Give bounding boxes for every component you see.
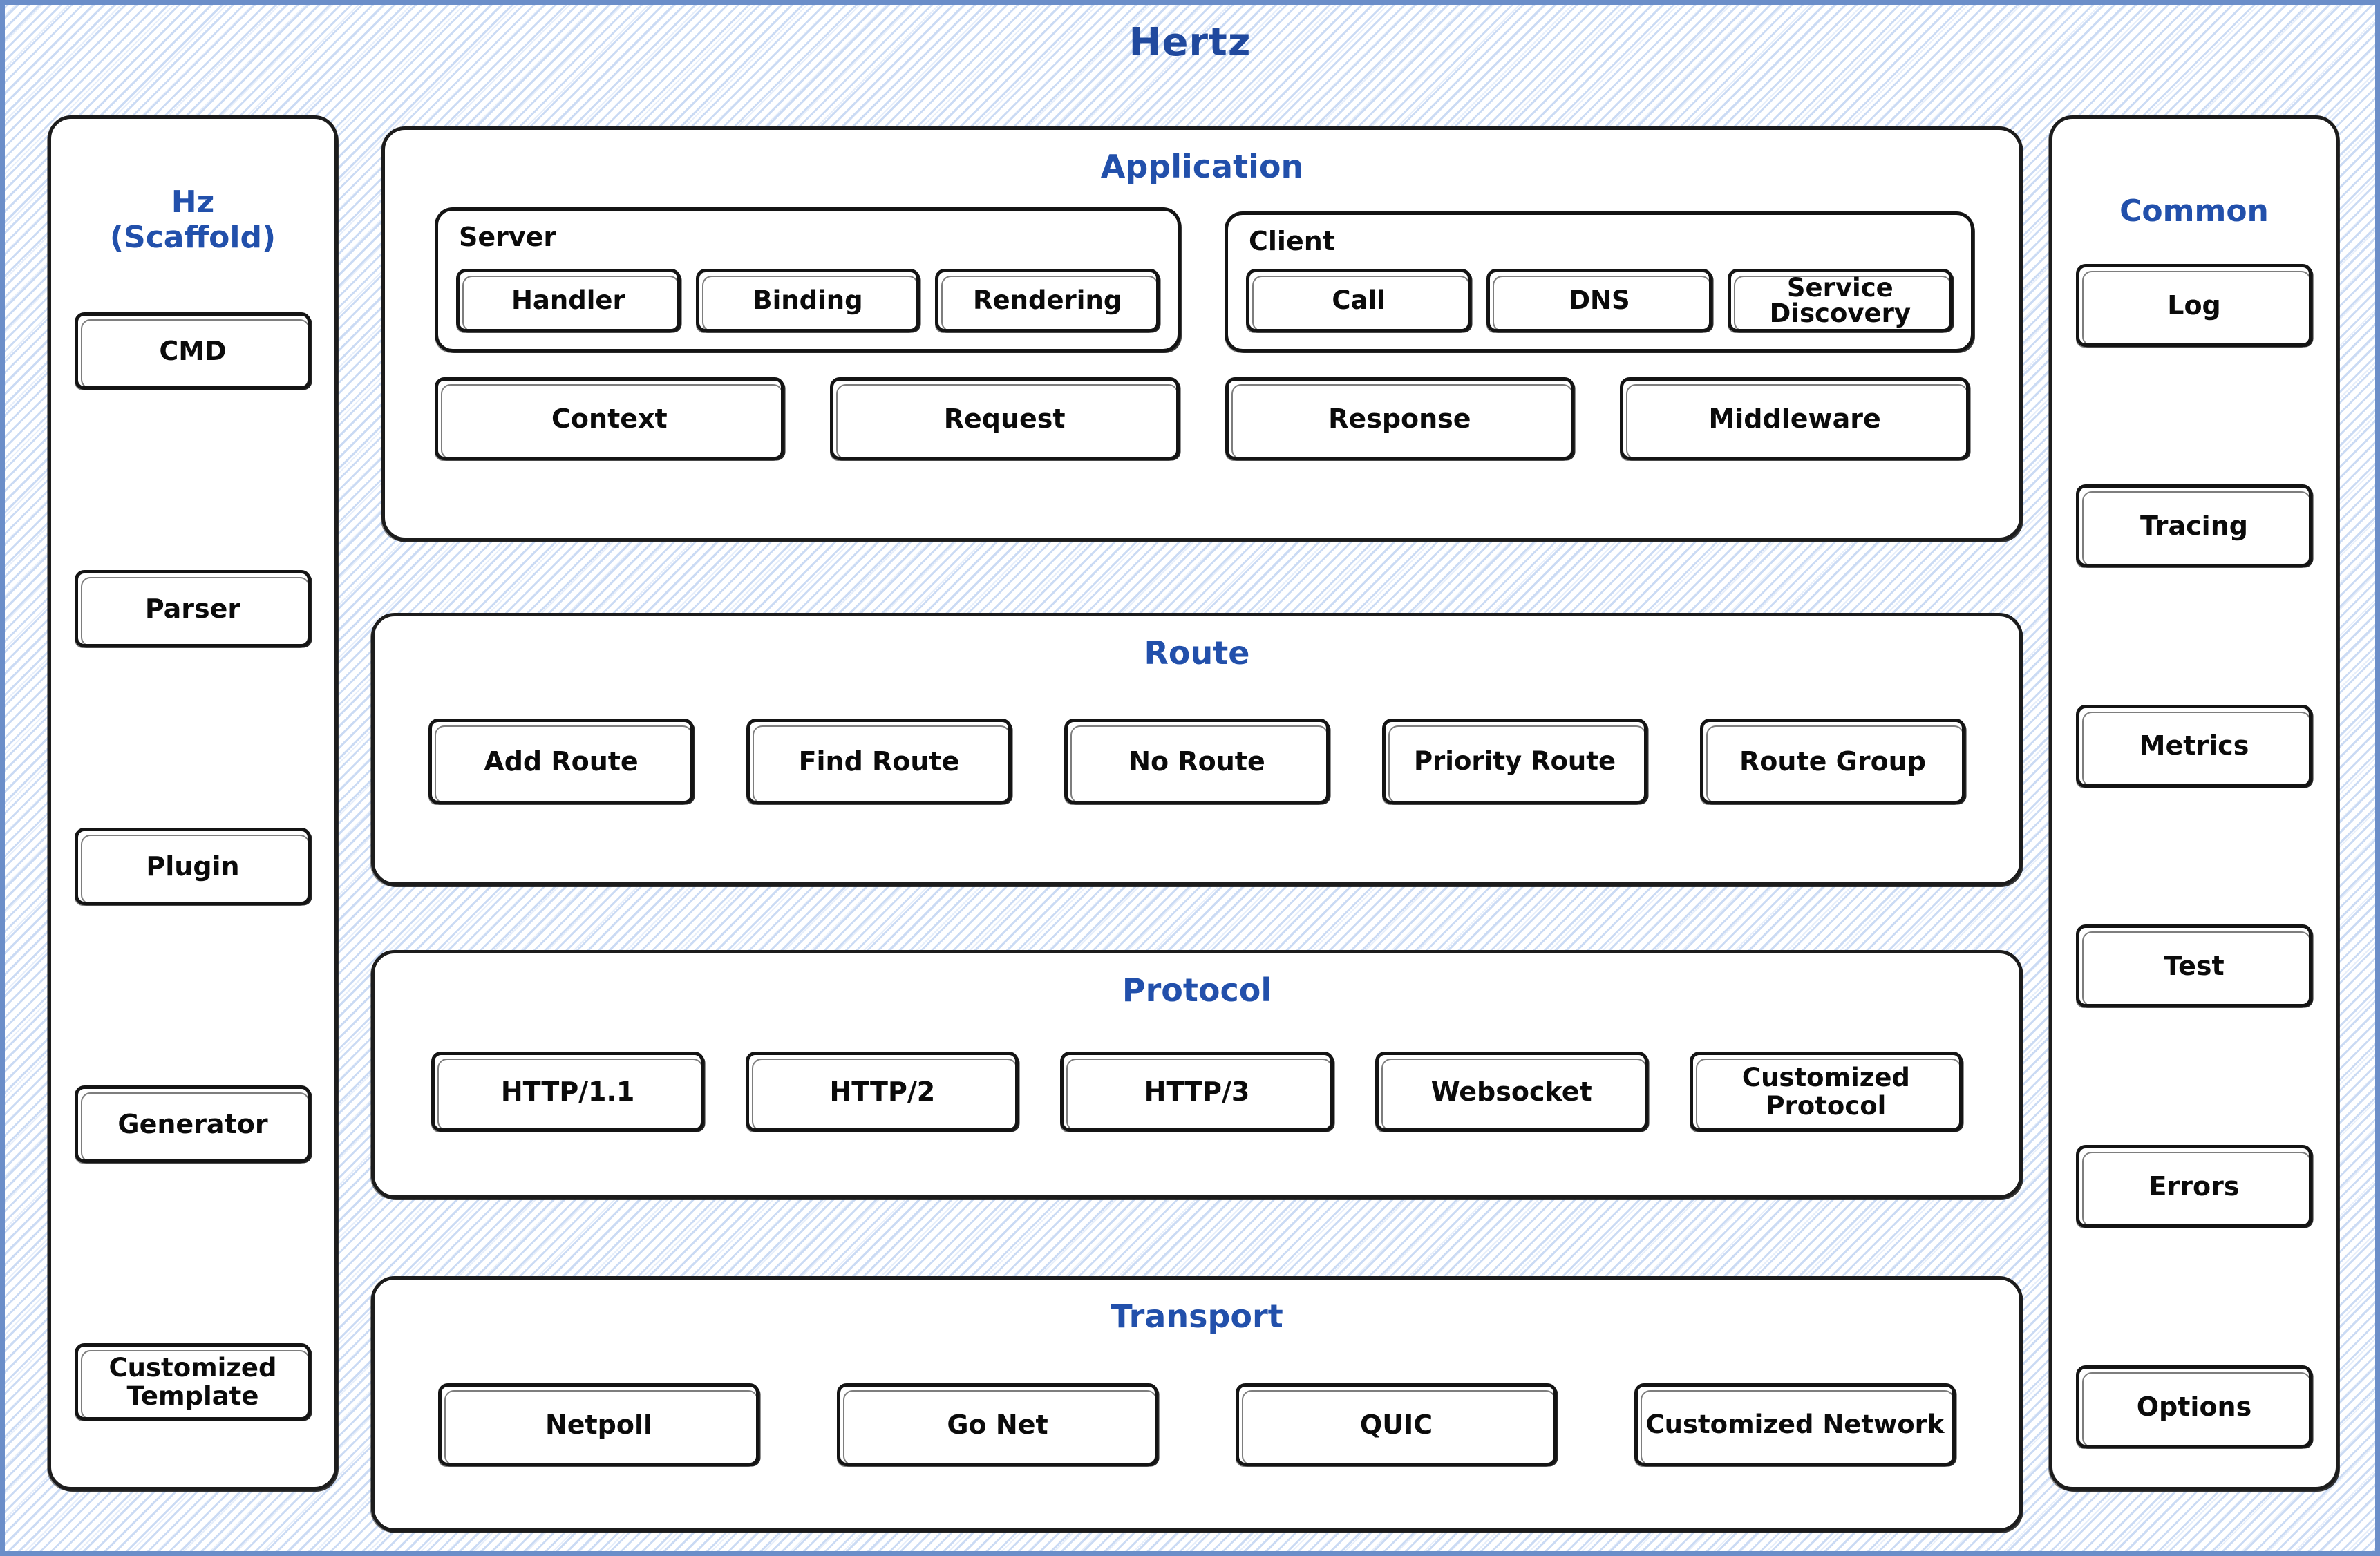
scaffold-title-line1: Hz bbox=[171, 184, 215, 220]
common-item-metrics[interactable]: Metrics bbox=[2076, 704, 2312, 788]
subgroup-client: Client Call DNS Service Discovery bbox=[1225, 211, 1974, 352]
common-panel-title: Common bbox=[2119, 193, 2269, 229]
client-item-label: Service Discovery bbox=[1769, 273, 1911, 328]
application-item-label: Request bbox=[943, 403, 1066, 434]
protocol-item-websocket[interactable]: Websocket bbox=[1375, 1052, 1648, 1132]
subgroup-server: Server Handler Binding Rendering bbox=[435, 207, 1181, 352]
application-item-label: Context bbox=[551, 403, 668, 434]
layer-transport: Transport Netpoll Go Net QUIC Customized… bbox=[371, 1276, 2023, 1532]
scaffold-title-line2: (Scaffold) bbox=[109, 220, 276, 256]
server-item-label: Binding bbox=[753, 285, 863, 316]
scaffold-item-plugin[interactable]: Plugin bbox=[75, 828, 311, 905]
scaffold-item-label: Generator bbox=[117, 1108, 268, 1139]
client-item-service-discovery[interactable]: Service Discovery bbox=[1727, 269, 1953, 332]
application-item-row: Context Request Response Middleware bbox=[435, 377, 1970, 460]
protocol-item-label: HTTP/1.1 bbox=[500, 1076, 635, 1107]
protocol-item-http3[interactable]: HTTP/3 bbox=[1060, 1052, 1334, 1132]
common-item-tracing[interactable]: Tracing bbox=[2076, 484, 2312, 567]
transport-item-go-net[interactable]: Go Net bbox=[837, 1383, 1158, 1466]
route-item-find-route[interactable]: Find Route bbox=[746, 719, 1012, 804]
application-item-context[interactable]: Context bbox=[435, 377, 784, 460]
common-item-test[interactable]: Test bbox=[2076, 924, 2312, 1008]
common-panel: Common Log Tracing Metrics Test Errors O… bbox=[2049, 115, 2339, 1490]
route-item-label: Add Route bbox=[484, 746, 639, 777]
server-item-rendering[interactable]: Rendering bbox=[935, 269, 1160, 332]
transport-item-customized-network[interactable]: Customized Network bbox=[1634, 1383, 1956, 1466]
common-item-list: Log Tracing Metrics Test Errors Options bbox=[2076, 264, 2312, 1448]
transport-item-netpoll[interactable]: Netpoll bbox=[438, 1383, 759, 1466]
subgroup-server-items: Handler Binding Rendering bbox=[456, 269, 1160, 332]
client-item-call[interactable]: Call bbox=[1246, 269, 1472, 332]
scaffold-item-label: CMD bbox=[159, 335, 227, 366]
protocol-item-row: HTTP/1.1 HTTP/2 HTTP/3 Websocket Customi… bbox=[431, 1052, 1963, 1132]
route-item-label: No Route bbox=[1128, 746, 1265, 777]
protocol-item-label: HTTP/3 bbox=[1144, 1076, 1250, 1107]
transport-item-quic[interactable]: QUIC bbox=[1236, 1383, 1557, 1466]
scaffold-item-list: CMD Parser Plugin Generator Customized T… bbox=[75, 312, 311, 1421]
transport-item-row: Netpoll Go Net QUIC Customized Network bbox=[438, 1383, 1956, 1466]
transport-item-label: Go Net bbox=[947, 1409, 1048, 1440]
client-item-label: Call bbox=[1332, 285, 1386, 316]
scaffold-item-generator[interactable]: Generator bbox=[75, 1085, 311, 1163]
protocol-item-label: HTTP/2 bbox=[829, 1076, 936, 1107]
scaffold-panel-title: Hz (Scaffold) bbox=[51, 184, 334, 255]
application-item-label: Response bbox=[1328, 403, 1471, 434]
scaffold-item-label: Customized Template bbox=[108, 1352, 277, 1411]
layer-protocol-title: Protocol bbox=[1122, 971, 1272, 1009]
common-item-errors[interactable]: Errors bbox=[2076, 1145, 2312, 1228]
route-item-label: Route Group bbox=[1739, 746, 1926, 777]
route-item-label: Find Route bbox=[798, 746, 960, 777]
common-item-label: Log bbox=[2167, 290, 2221, 321]
client-item-dns[interactable]: DNS bbox=[1486, 269, 1712, 332]
layer-application: Application Server Handler Binding Rende… bbox=[381, 126, 2023, 541]
common-item-label: Errors bbox=[2148, 1170, 2240, 1202]
common-item-label: Metrics bbox=[2139, 730, 2249, 761]
application-item-label: Middleware bbox=[1708, 403, 1881, 434]
subgroup-client-label: Client bbox=[1249, 226, 1335, 256]
layer-route: Route Add Route Find Route No Route Prio… bbox=[371, 613, 2023, 886]
protocol-item-label: Customized Protocol bbox=[1741, 1062, 1910, 1121]
common-item-label: Test bbox=[2164, 951, 2225, 982]
transport-item-label: Netpoll bbox=[545, 1409, 653, 1440]
transport-item-label: QUIC bbox=[1359, 1409, 1433, 1440]
route-item-route-group[interactable]: Route Group bbox=[1700, 719, 1965, 804]
scaffold-item-cmd[interactable]: CMD bbox=[75, 312, 311, 390]
protocol-item-customized-protocol[interactable]: Customized Protocol bbox=[1689, 1052, 1963, 1132]
server-item-label: Rendering bbox=[973, 285, 1122, 316]
scaffold-item-label: Plugin bbox=[146, 851, 240, 882]
scaffold-item-customized-template[interactable]: Customized Template bbox=[75, 1343, 311, 1421]
scaffold-item-parser[interactable]: Parser bbox=[75, 570, 311, 647]
route-item-no-route[interactable]: No Route bbox=[1064, 719, 1330, 804]
route-item-label: Priority Route bbox=[1413, 746, 1616, 777]
application-item-response[interactable]: Response bbox=[1225, 377, 1575, 460]
client-item-label: DNS bbox=[1569, 285, 1630, 316]
server-item-label: Handler bbox=[511, 285, 625, 316]
scaffold-panel: Hz (Scaffold) CMD Parser Plugin Generato… bbox=[48, 115, 338, 1490]
protocol-item-http2[interactable]: HTTP/2 bbox=[746, 1052, 1019, 1132]
protocol-item-http11[interactable]: HTTP/1.1 bbox=[431, 1052, 705, 1132]
common-item-options[interactable]: Options bbox=[2076, 1365, 2312, 1448]
layer-route-title: Route bbox=[1144, 634, 1250, 672]
route-item-add-route[interactable]: Add Route bbox=[428, 719, 694, 804]
protocol-item-label: Websocket bbox=[1430, 1076, 1592, 1107]
common-item-log[interactable]: Log bbox=[2076, 264, 2312, 347]
route-item-priority-route[interactable]: Priority Route bbox=[1382, 719, 1647, 804]
scaffold-item-label: Parser bbox=[144, 593, 241, 624]
layer-protocol: Protocol HTTP/1.1 HTTP/2 HTTP/3 Websocke… bbox=[371, 950, 2023, 1199]
layer-transport-title: Transport bbox=[1111, 1298, 1283, 1335]
common-item-label: Options bbox=[2136, 1391, 2252, 1422]
server-item-binding[interactable]: Binding bbox=[695, 269, 920, 332]
subgroup-server-label: Server bbox=[459, 222, 557, 252]
route-item-row: Add Route Find Route No Route Priority R… bbox=[428, 719, 1965, 804]
common-item-label: Tracing bbox=[2140, 510, 2248, 541]
subgroup-client-items: Call DNS Service Discovery bbox=[1246, 269, 1953, 332]
layer-application-title: Application bbox=[1100, 148, 1304, 185]
server-item-handler[interactable]: Handler bbox=[456, 269, 681, 332]
application-item-request[interactable]: Request bbox=[829, 377, 1180, 460]
diagram-title: Hertz bbox=[1128, 20, 1252, 65]
application-item-middleware[interactable]: Middleware bbox=[1620, 377, 1970, 460]
transport-item-label: Customized Network bbox=[1645, 1410, 1945, 1440]
